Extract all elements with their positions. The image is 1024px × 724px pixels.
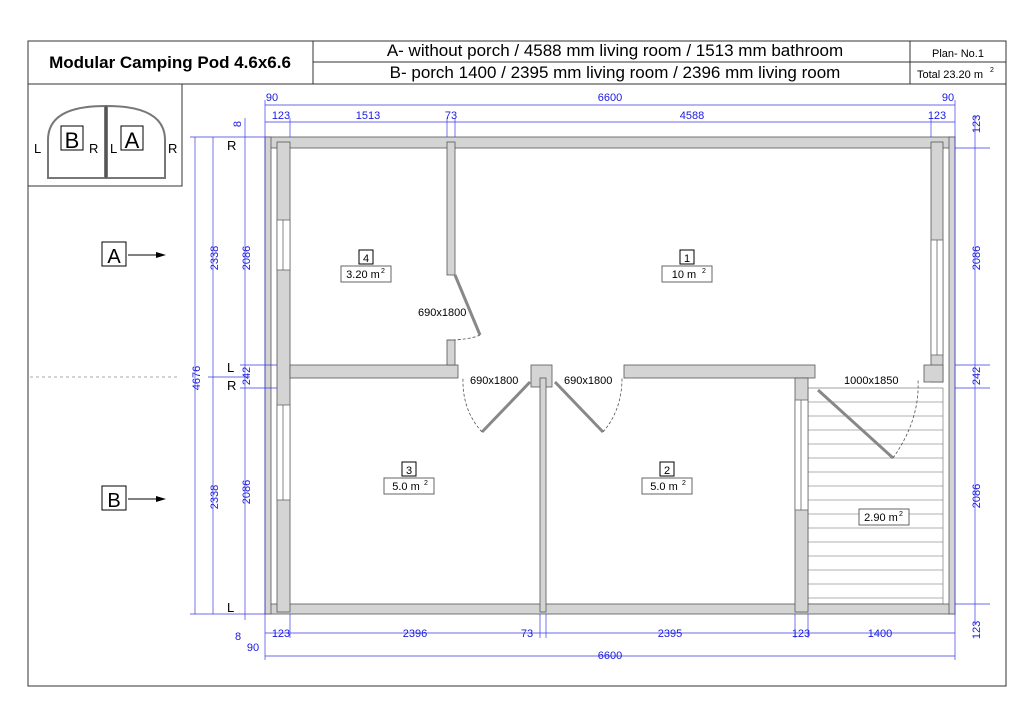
porch-decking (807, 387, 944, 605)
svg-text:L: L (110, 141, 117, 156)
drawing-frame (27, 40, 1007, 687)
svg-text:B: B (107, 490, 120, 512)
door-label-bathroom: 690x1800 (418, 307, 466, 319)
room-area: 3.20 m (346, 269, 380, 281)
svg-text:2396: 2396 (403, 628, 427, 640)
svg-text:2086: 2086 (241, 246, 253, 270)
svg-text:73: 73 (445, 110, 457, 122)
svg-text:2086: 2086 (971, 246, 983, 270)
svg-text:2: 2 (381, 268, 385, 275)
svg-text:2: 2 (899, 511, 903, 518)
svg-text:2: 2 (702, 268, 706, 275)
svg-text:123: 123 (792, 628, 810, 640)
variant-legend: L B R L A R (27, 83, 183, 187)
mark-l-mid: L (227, 360, 234, 375)
svg-text:123: 123 (971, 115, 983, 133)
room-area: 10 m (672, 269, 696, 281)
svg-text:8: 8 (232, 121, 244, 127)
room-label: 2 5.0 m 2 (641, 461, 693, 495)
windows (276, 219, 944, 511)
svg-text:123: 123 (971, 621, 983, 639)
plan-number: Plan- No.1 (932, 48, 984, 60)
room-label: 1 10 m 2 (661, 249, 713, 283)
door-label-room3: 690x1800 (470, 375, 518, 387)
drawing-title: Modular Camping Pod 4.6x6.6 (49, 53, 291, 72)
svg-text:2338: 2338 (209, 246, 221, 270)
svg-text:2395: 2395 (658, 628, 682, 640)
door-label-porch: 1000x1850 (844, 375, 898, 387)
svg-text:242: 242 (241, 367, 253, 385)
room-label: 3 5.0 m 2 (383, 461, 435, 495)
mark-r-top: R (227, 138, 236, 153)
svg-text:A: A (125, 128, 140, 153)
svg-text:242: 242 (971, 367, 983, 385)
svg-text:2338: 2338 (209, 485, 221, 509)
room-number: 2 (664, 465, 670, 477)
room-number: 4 (363, 253, 369, 265)
room-number: 3 (406, 465, 412, 477)
variant-b-description: B- porch 1400 / 2395 mm living room / 23… (390, 63, 841, 82)
total-area: Total 23.20 m (917, 69, 983, 81)
svg-text:A: A (107, 246, 121, 268)
section-marker-a: A (101, 241, 166, 268)
svg-text:4588: 4588 (680, 110, 704, 122)
svg-text:2086: 2086 (241, 480, 253, 504)
svg-text:L: L (34, 141, 41, 156)
section-marker-b: B (101, 485, 166, 512)
room-number: 1 (684, 253, 690, 265)
svg-text:8: 8 (235, 631, 241, 643)
svg-text:123: 123 (928, 110, 946, 122)
svg-text:6600: 6600 (598, 650, 622, 662)
svg-text:1513: 1513 (356, 110, 380, 122)
svg-text:123: 123 (272, 110, 290, 122)
room-area: 2.90 m (864, 512, 898, 524)
door-swings (446, 274, 919, 460)
dimension-labels: 90 6600 90 123 1513 73 4588 123 123 2396… (191, 92, 983, 662)
svg-text:73: 73 (521, 628, 533, 640)
variant-a-description: A- without porch / 4588 mm living room /… (387, 41, 843, 60)
room-area: 5.0 m (650, 481, 678, 493)
svg-text:1400: 1400 (868, 628, 892, 640)
svg-text:B: B (65, 128, 80, 153)
svg-text:90: 90 (266, 92, 278, 104)
mark-l-bottom: L (227, 600, 234, 615)
room-area: 5.0 m (392, 481, 420, 493)
mark-r-mid: R (227, 378, 236, 393)
svg-text:90: 90 (942, 92, 954, 104)
door-label-room2: 690x1800 (564, 375, 612, 387)
svg-text:123: 123 (272, 628, 290, 640)
svg-text:2: 2 (682, 480, 686, 487)
svg-text:R: R (89, 141, 98, 156)
svg-text:4676: 4676 (191, 366, 203, 390)
svg-text:2: 2 (424, 480, 428, 487)
svg-text:R: R (168, 141, 177, 156)
svg-text:6600: 6600 (598, 92, 622, 104)
svg-text:2086: 2086 (971, 484, 983, 508)
svg-text:90: 90 (247, 642, 259, 654)
svg-text:2: 2 (990, 67, 994, 74)
dimension-lines (190, 100, 990, 660)
